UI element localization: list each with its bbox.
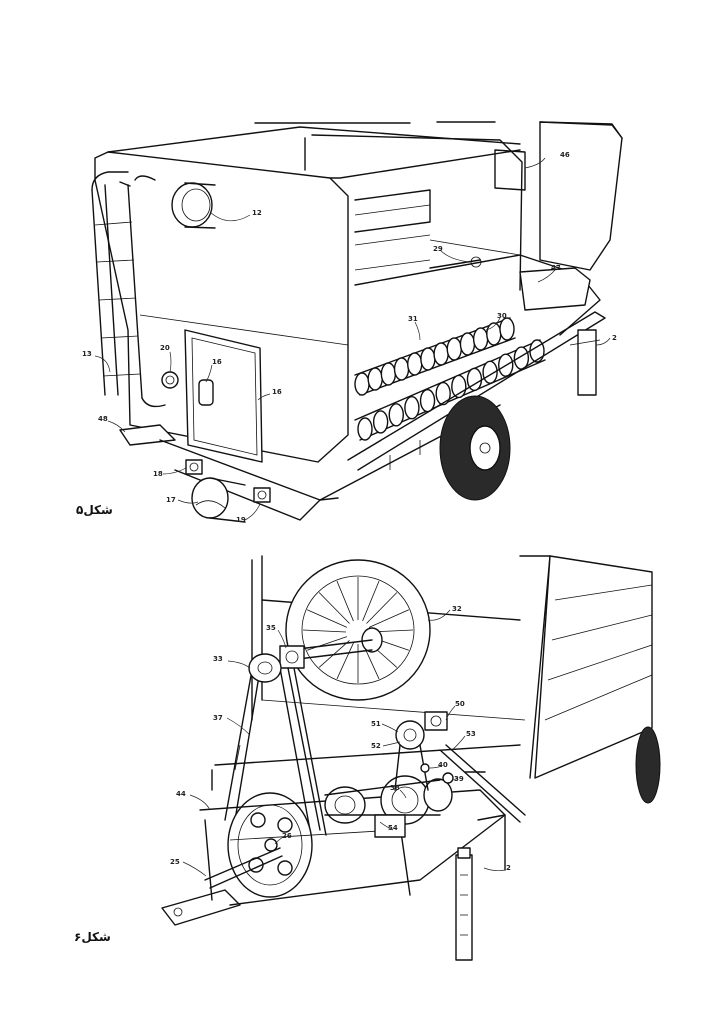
label-20: 20	[160, 344, 170, 352]
label-19: 19	[236, 516, 246, 524]
label-31: 31	[408, 315, 418, 323]
tensioner-bracket	[424, 711, 448, 731]
brush-disc	[472, 327, 489, 351]
label-35: 35	[266, 624, 276, 632]
trailer-wheel	[439, 395, 511, 501]
brush-roller-upper	[354, 317, 516, 396]
fan-blade	[307, 609, 348, 628]
fan-blade	[307, 636, 348, 651]
jack-stand-rear	[455, 814, 506, 961]
access-door	[184, 329, 263, 463]
fan-blade	[318, 592, 350, 624]
brush-disc	[435, 381, 451, 406]
brush-disc	[388, 403, 404, 427]
figure-5-trailer-cleaner: 12 46 29 47 31 30 2 13 20 16 16 48 18 17…	[76, 121, 623, 524]
part-40	[420, 763, 430, 773]
bearing-18	[185, 459, 203, 475]
pto-shaft	[204, 847, 281, 881]
upper-pulley	[248, 653, 282, 683]
label-26: 26	[282, 832, 292, 840]
hopper-body	[94, 151, 349, 463]
side-container	[534, 555, 653, 779]
label-53: 53	[466, 730, 476, 738]
label-25: 25	[170, 858, 180, 866]
figure-6-caption: شکل۶	[74, 930, 111, 944]
ladder	[91, 171, 166, 408]
brush-disc	[367, 367, 383, 391]
fan-blade	[336, 642, 354, 680]
label-47: 47	[551, 264, 561, 272]
brush-disc	[420, 347, 436, 371]
label-16-lower: 16	[272, 388, 282, 396]
brush-disc	[407, 352, 423, 376]
label-29: 29	[433, 245, 443, 253]
brush-disc	[404, 396, 420, 420]
label-18: 18	[153, 470, 163, 478]
bearing-19	[253, 487, 271, 503]
hitch-tongue	[161, 889, 241, 926]
label-50: 50	[455, 700, 465, 708]
adjust-lever	[439, 749, 521, 823]
brush-disc	[393, 357, 410, 381]
label-2: 2	[612, 334, 617, 342]
drive-belts	[224, 667, 327, 836]
part-39	[442, 772, 454, 784]
brush-disc	[357, 417, 373, 441]
label-30: 30	[497, 312, 507, 320]
brush-disc	[433, 342, 449, 366]
brush-disc	[354, 372, 370, 396]
fan-wheel	[285, 559, 431, 701]
label-54: 54	[388, 824, 398, 832]
brush-disc	[372, 410, 389, 434]
label-44: 44	[176, 790, 186, 798]
label-12: 12	[252, 209, 262, 217]
brush-disc	[499, 317, 515, 341]
jack-stand	[577, 329, 597, 396]
label-32: 32	[452, 605, 462, 613]
fan-blade	[302, 629, 347, 633]
label-37: 37	[213, 714, 223, 722]
trailer-wheel-rear	[635, 726, 661, 804]
fan-bearing	[279, 645, 305, 669]
label-16-upper: 16	[212, 358, 222, 366]
figure-6-drive-mechanism: 32 35 33 37 50 51 52 53 40 39 44 38 54 2…	[74, 555, 661, 961]
fan-blade	[336, 580, 354, 622]
label-52: 52	[371, 742, 381, 750]
label-51: 51	[371, 720, 381, 728]
label-2-fig6: 2	[506, 864, 511, 872]
fan-blade	[362, 580, 380, 622]
label-46: 46	[560, 151, 570, 159]
fan-blade	[368, 609, 409, 628]
brush-disc	[419, 388, 436, 413]
brush-disc	[380, 362, 397, 386]
figure-5-caption: شکل۵	[76, 503, 113, 517]
idler-pulley	[394, 720, 429, 791]
label-39: 39	[454, 775, 464, 783]
inlet-pipe	[171, 182, 216, 229]
fan-blade	[366, 592, 398, 624]
valve-20	[161, 371, 179, 389]
main-pulley	[227, 792, 313, 898]
label-33: 33	[213, 655, 223, 663]
label-17: 17	[166, 496, 176, 504]
label-13: 13	[82, 350, 92, 358]
outlet-pipe	[191, 477, 246, 523]
label-40: 40	[438, 761, 448, 769]
label-38: 38	[390, 784, 400, 792]
brush-disc	[446, 337, 462, 361]
gear-box	[374, 814, 406, 838]
brush-disc	[459, 332, 476, 356]
label-48: 48	[98, 415, 108, 423]
